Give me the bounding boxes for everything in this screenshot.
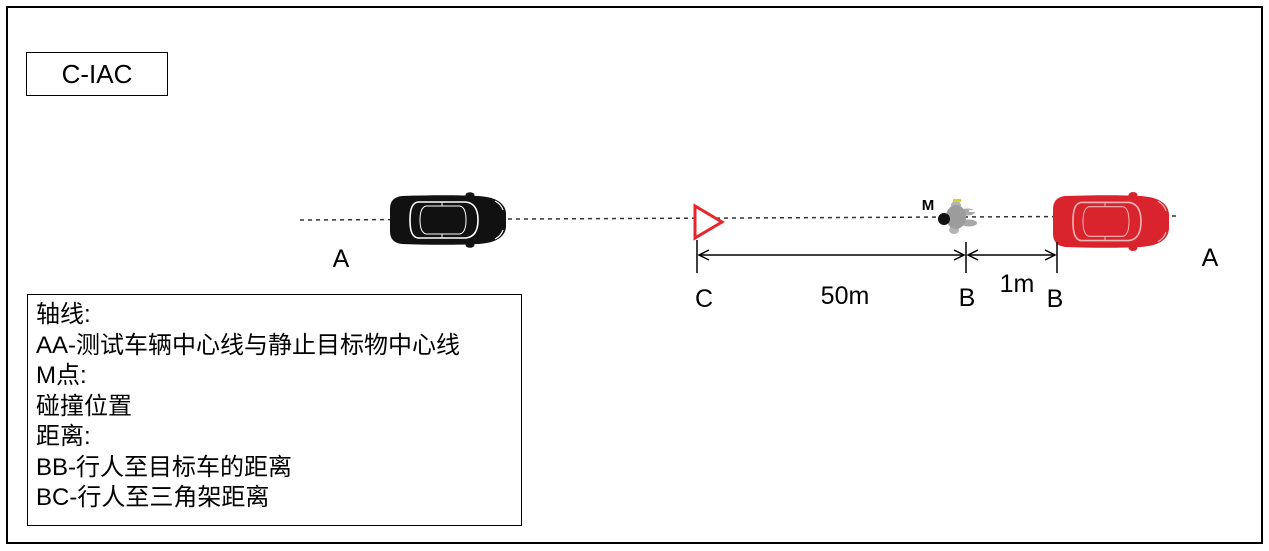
target-vehicle [1053,192,1169,251]
warning-triangle-icon [693,203,725,241]
dimension-arrow-bb-head-right [1044,249,1057,261]
pedestrian-shoe [969,210,975,212]
dimension-arrow-bb-head-left [966,249,979,261]
axis-label-a-left: A [333,245,350,273]
legend-line-m-heading: M点: [36,362,87,389]
test-vehicle [390,192,506,248]
pedestrian-torso [946,205,966,229]
test-vehicle-roof [419,205,467,235]
scenario-title-box: C-IAC [26,52,168,96]
target-vehicle-cabin-outline [1072,201,1142,242]
scenario-title: C-IAC [61,59,133,89]
legend-line-distance-bc: BC-行人至三角架距离 [36,484,270,511]
pedestrian-icon [938,199,977,234]
dimension-arrow-bc-head-left [697,249,710,261]
dimension-arrow-bb [966,249,1057,261]
point-label-b-pedestrian: B [959,284,976,312]
legend-line-axis-aa: AA-测试车辆中心线与静止目标物中心线 [36,331,461,359]
distance-label-bb: 1m [1000,270,1035,298]
axis-label-a-right: A [1202,244,1219,272]
target-vehicle-roof [1082,206,1130,237]
legend-line-distance-heading: 距离: [36,423,91,450]
target-vehicle-headlight-right [1157,231,1167,243]
test-vehicle-headlight-left [494,200,504,211]
pedestrian-marker [953,199,961,202]
distance-label-bc: 50m [821,282,870,310]
dimension-arrow-bc [697,249,966,261]
point-label-b-target: B [1047,285,1064,313]
legend-line-distance-bb: BB-行人至目标车的距离 [36,453,293,481]
point-label-m: M [922,197,935,214]
legend-box: 轴线: AA-测试车辆中心线与静止目标物中心线 M点: 碰撞位置 距离: BB-… [27,294,522,526]
point-label-c: C [695,285,713,313]
test-vehicle-headlight-right [494,229,504,240]
pedestrian-head [938,213,950,225]
legend-line-axis-heading: 轴线: [36,301,91,328]
test-vehicle-cabin-outline [409,201,479,239]
dimension-arrow-bc-head-right [953,249,966,261]
legend-line-m-desc: 碰撞位置 [36,392,132,420]
target-vehicle-headlight-left [1157,200,1167,212]
